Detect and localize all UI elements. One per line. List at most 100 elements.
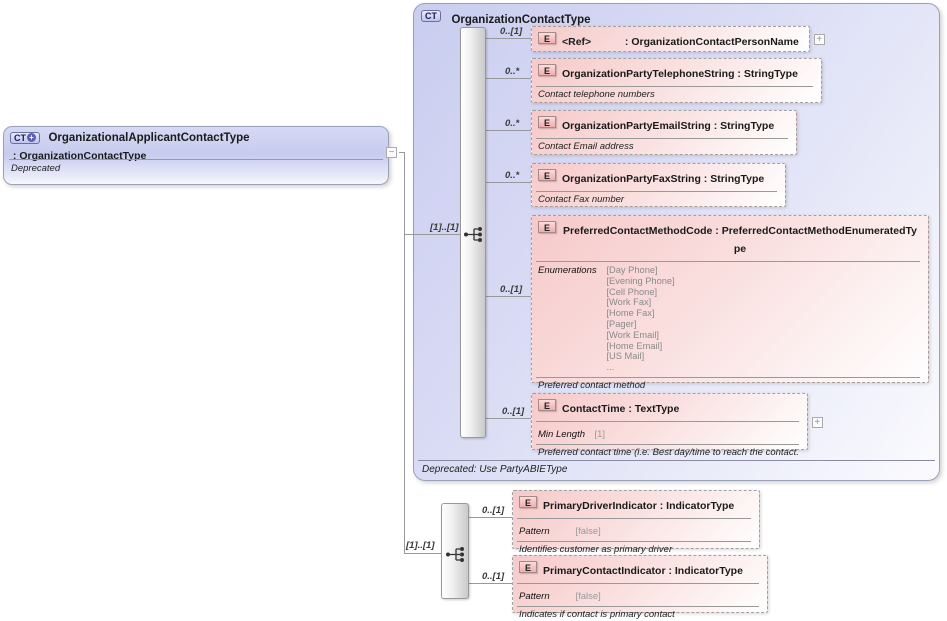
element-organizationpartytelephonestring[interactable]: E OrganizationPartyTelephoneString : Str… xyxy=(531,58,822,103)
divider xyxy=(517,606,759,607)
element-name: OrganizationPartyEmailString xyxy=(562,120,711,132)
element-annotation: Identifies customer as primary driver xyxy=(519,544,673,555)
connector-line xyxy=(486,130,532,131)
enumeration-values: [Day Phone][Evening Phone] [Cell Phone][… xyxy=(606,265,675,373)
element-badge: E xyxy=(538,32,556,44)
connector-line xyxy=(486,38,532,39)
connector-line xyxy=(399,152,405,153)
element-name: ContactTime xyxy=(562,403,626,415)
element-type: StringType xyxy=(710,173,765,185)
colon: : xyxy=(734,68,744,80)
element-type: StringType xyxy=(720,120,775,132)
enumerations-label: Enumerations xyxy=(538,265,597,276)
cardinality-label: 0..[1] xyxy=(482,505,505,516)
facet-label: Pattern xyxy=(519,526,550,537)
divider xyxy=(517,518,751,519)
root-type: OrganizationContactType xyxy=(19,150,147,162)
element-name: <Ref> xyxy=(562,36,592,48)
colon: : xyxy=(712,225,722,237)
element-badge: E xyxy=(538,221,556,233)
element-primarydriverindicator[interactable]: E PrimaryDriverIndicator : IndicatorType… xyxy=(512,490,760,555)
connector-line xyxy=(486,182,532,183)
sequence-icon xyxy=(464,227,482,242)
element-type: IndicatorType xyxy=(666,500,735,512)
divider xyxy=(536,191,777,192)
complextype-badge: CT xyxy=(421,10,441,22)
divider xyxy=(517,583,759,584)
complextype-badge: CT+ xyxy=(10,132,40,144)
expand-icon[interactable]: + xyxy=(813,34,825,45)
element-contacttime[interactable]: E ContactTime : TextType Min Length [1] … xyxy=(531,393,823,458)
connector-line xyxy=(486,296,532,297)
facet-value: [1] xyxy=(594,429,606,440)
cardinality-label: 0..[1] xyxy=(482,571,505,582)
element-name: PreferredContactMethodCode xyxy=(563,225,713,237)
colon: : xyxy=(700,173,711,185)
element-badge: E xyxy=(538,64,556,76)
element-organizationpartyfaxstring[interactable]: E OrganizationPartyFaxString : StringTyp… xyxy=(531,163,786,207)
facet-label: Pattern xyxy=(519,591,550,602)
divider xyxy=(536,444,799,445)
collapse-icon[interactable]: − xyxy=(386,147,397,158)
sequence-compositor-bar[interactable] xyxy=(460,27,486,438)
expand-icon[interactable]: + xyxy=(811,417,823,428)
cardinality-label: [1]..[1] xyxy=(430,222,459,233)
facet-value: [false] xyxy=(575,526,601,537)
divider xyxy=(536,261,920,262)
colon: : xyxy=(625,403,635,415)
element-annotation: Indicates if contact is primary contact xyxy=(519,609,675,620)
colon: : xyxy=(10,150,20,162)
sequence-icon xyxy=(446,547,464,562)
element-badge: E xyxy=(519,496,537,508)
element-annotation: Contact Fax number xyxy=(538,194,625,205)
connector-line xyxy=(469,583,512,584)
divider xyxy=(536,86,813,87)
element-badge: E xyxy=(538,399,556,411)
colon: : xyxy=(622,36,632,48)
element-type: IndicatorType xyxy=(674,565,743,577)
element-name: OrganizationPartyFaxString xyxy=(562,173,701,185)
divider xyxy=(536,421,799,422)
element-preferredcontactmethodcode[interactable]: E PreferredContactMethodCode : Preferred… xyxy=(531,215,929,391)
element-name: PrimaryContactIndicator xyxy=(543,565,666,577)
cardinality-label: 0..[1] xyxy=(500,26,523,37)
element-annotation: Preferred contact method xyxy=(538,380,646,392)
divider xyxy=(517,541,751,542)
element-badge: E xyxy=(538,116,556,128)
element-primarycontactindicator[interactable]: E PrimaryContactIndicator : IndicatorTyp… xyxy=(512,555,768,620)
facet-value: [false] xyxy=(575,591,601,602)
divider xyxy=(536,377,920,379)
cardinality-label: [1]..[1] xyxy=(406,540,435,551)
root-name: OrganizationalApplicantContactType xyxy=(48,132,250,144)
connector-line xyxy=(469,517,512,518)
cardinality-label: 0..* xyxy=(505,66,520,77)
divider xyxy=(536,138,788,139)
colon: : xyxy=(665,565,675,577)
connector-line xyxy=(404,234,461,235)
colon: : xyxy=(656,500,667,512)
container-deprecated-note: Deprecated: Use PartyABIEType xyxy=(422,464,568,475)
connector-line xyxy=(486,418,532,419)
connector-line xyxy=(486,78,532,79)
root-title: CT+ OrganizationalApplicantContactType :… xyxy=(10,132,382,168)
cardinality-label: 0..[1] xyxy=(500,284,523,295)
element-annotation: Preferred contact time (i.e. Best day/ti… xyxy=(538,447,799,458)
element-type: TextType xyxy=(634,403,680,415)
sequence-compositor-bar[interactable] xyxy=(441,503,469,599)
cardinality-label: 0..* xyxy=(505,170,520,181)
cardinality-label: 0..* xyxy=(505,118,520,129)
container-header[interactable]: CT OrganizationContactType xyxy=(421,10,591,28)
element-type: OrganizationContactPersonName xyxy=(631,36,799,48)
element-type: PreferredContactMethodEnumeratedType xyxy=(721,225,917,255)
element-badge: E xyxy=(519,561,537,573)
connector-line xyxy=(404,152,405,553)
element-annotation: Contact telephone numbers xyxy=(538,89,655,100)
facet-label: Min Length xyxy=(538,429,586,440)
element-organizationpartyemailstring[interactable]: E OrganizationPartyEmailString : StringT… xyxy=(531,110,797,155)
element-ref[interactable]: E <Ref> : OrganizationContactPersonName … xyxy=(531,26,825,52)
complextype-box-organizationalapplicantcontacttype[interactable]: CT+ OrganizationalApplicantContactType :… xyxy=(3,126,397,185)
plus-circle-icon: + xyxy=(27,133,36,142)
colon: : xyxy=(710,120,721,132)
divider xyxy=(9,159,383,160)
divider xyxy=(418,460,935,461)
